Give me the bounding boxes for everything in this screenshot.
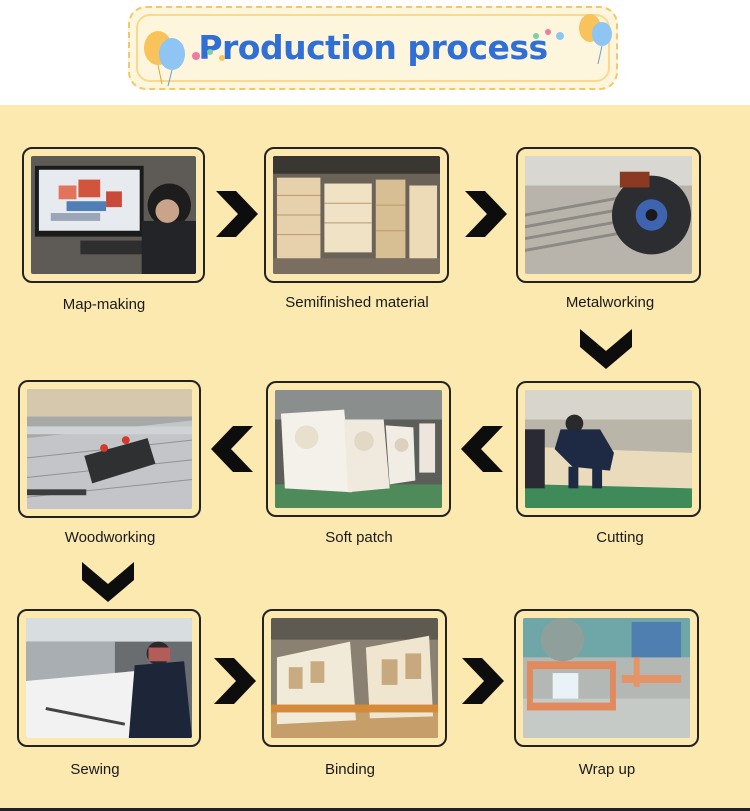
- arrow-left-icon: [211, 426, 253, 472]
- page-title: Production process: [198, 28, 548, 67]
- arrow-down-icon: [82, 562, 134, 602]
- balloons-right-icon: [579, 14, 612, 65]
- step-label-sewing: Sewing: [70, 761, 120, 778]
- bottom-border: [0, 808, 750, 811]
- step-photo: [31, 156, 196, 274]
- step-photo: [27, 389, 192, 509]
- step-photo: [525, 390, 692, 508]
- step-label-semifinished-material: Semifinished material: [285, 294, 429, 311]
- step-label-soft-patch: Soft patch: [325, 529, 393, 546]
- header-banner: Production process: [128, 6, 618, 90]
- arrow-right-icon: [214, 658, 256, 704]
- step-card-map-making: [22, 147, 205, 283]
- step-card-semifinished-material: [264, 147, 449, 283]
- step-label-metalworking: Metalworking: [565, 294, 655, 311]
- arrow-right-icon: [462, 658, 504, 704]
- step-card-soft-patch: [266, 381, 451, 517]
- step-photo: [525, 156, 692, 274]
- arrow-right-icon: [216, 191, 258, 237]
- step-label-woodworking: Woodworking: [64, 529, 156, 546]
- step-card-binding: [262, 609, 447, 747]
- step-label-wrap-up: Wrap up: [578, 761, 636, 778]
- step-card-woodworking: [18, 380, 201, 518]
- step-photo: [275, 390, 442, 508]
- dots-left-icon: [192, 49, 225, 61]
- arrow-right-icon: [465, 191, 507, 237]
- step-photo: [523, 618, 690, 738]
- arrow-down-icon: [580, 329, 632, 369]
- step-photo: [26, 618, 192, 738]
- step-card-metalworking: [516, 147, 701, 283]
- balloons-left-icon: [144, 31, 185, 87]
- step-card-wrap-up: [514, 609, 699, 747]
- step-card-cutting: [516, 381, 701, 517]
- step-photo: [271, 618, 438, 738]
- step-card-sewing: [17, 609, 201, 747]
- step-label-map-making: Map-making: [62, 296, 146, 313]
- step-label-cutting: Cutting: [596, 529, 644, 546]
- dots-right-icon: [533, 29, 564, 40]
- step-photo: [273, 156, 440, 274]
- arrow-left-icon: [461, 426, 503, 472]
- step-label-binding: Binding: [324, 761, 376, 778]
